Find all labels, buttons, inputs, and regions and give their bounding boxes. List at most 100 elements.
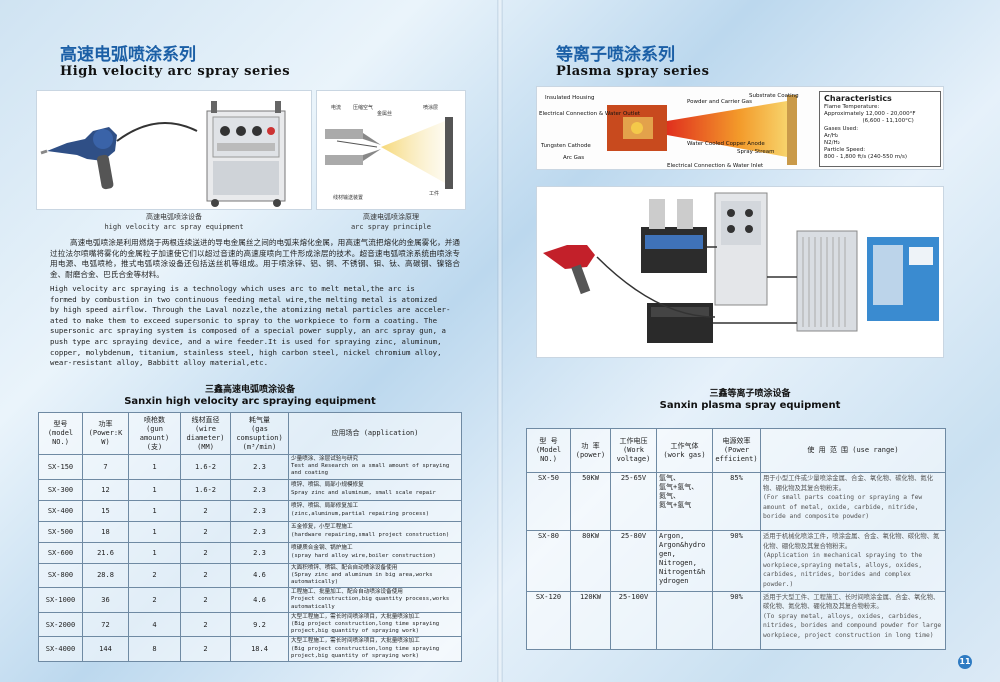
cell-gas: 9.2	[230, 611, 289, 638]
cell-voltage: 25-65V	[610, 472, 657, 531]
arc-table-title-zh: 三鑫高速电弧喷涂设备	[204, 385, 295, 395]
label-air: 压缩空气	[353, 104, 373, 111]
arc-equipment-photo	[36, 90, 312, 210]
char-line: Gases Used:	[824, 125, 859, 132]
cell-use-range: 用于小型工件或少量喷涂金属、合金、氧化物、碳化物、氮化物、硼化物及其复合物粉末。…	[760, 472, 946, 531]
plasma-spec-table: 型 号 (Model NO.) 功 率 (power) 工作电压 (Work v…	[526, 428, 946, 650]
label-wire: 金属丝	[377, 110, 392, 117]
cell-wire: 2	[180, 520, 231, 543]
label-electrical-water-inlet: Electrical Connection & Water Inlet	[667, 163, 764, 169]
cell-gas: 4.6	[230, 562, 289, 589]
cell-power: 7	[82, 454, 129, 480]
plasma-table-title-zh: 三鑫等离子喷涂设备	[709, 389, 791, 399]
caption-arc-principle: 高速电弧喷涂原理 arc spray principle	[316, 212, 466, 232]
cell-model: SX-50	[526, 472, 571, 531]
arc-series-title-en: High velocity arc spray series	[60, 64, 291, 79]
arc-desc-line: push type arc spraying device, and a wir…	[50, 336, 442, 346]
cell-work-gas	[656, 590, 713, 650]
label-powder-carrier: Powder and Carrier Gas	[687, 99, 752, 105]
arc-series-title-zh: 高速电弧喷涂系列	[60, 45, 196, 65]
cell-gas: 2.3	[230, 478, 289, 501]
label-insulated-housing: Insulated Housing	[545, 95, 595, 101]
cell-power: 36	[82, 587, 129, 613]
label-current: 电流	[331, 104, 341, 111]
cell-guns: 1	[128, 520, 181, 543]
cell-gas: 2.3	[230, 520, 289, 543]
char-line: Approximately 12,000 - 20,000°F	[824, 111, 916, 118]
cell-use-range: 适用于大型工件、工程施工、长时间喷涂金属、合金、氧化物、碳化物、氮化物、硼化物及…	[760, 590, 946, 650]
plasma-table-title-en: Sanxin plasma spray equipment	[659, 400, 841, 411]
cell-guns: 1	[128, 541, 181, 564]
cell-power: 28.8	[82, 562, 129, 589]
cell-model: SX-500	[38, 520, 83, 543]
cell-wire: 2	[180, 636, 231, 663]
plasma-table-title: 三鑫等离子喷涂设备 Sanxin plasma spray equipment	[610, 388, 890, 412]
cell-wire: 2	[180, 541, 231, 564]
cell-model: SX-2000	[38, 611, 83, 638]
arc-spec-table: 型号 (model NO.) 功率 (Power:K W) 喷枪数 (gun a…	[38, 412, 462, 663]
cell-model: SX-800	[38, 562, 83, 589]
cell-guns: 4	[128, 611, 181, 638]
plasma-col-range: 使 用 范 围 (use range)	[760, 428, 946, 473]
cell-application: 喷锌、喷铝、局部小规模修复 Spray zinc and aluminum, s…	[288, 478, 462, 501]
cell-model: SX-400	[38, 499, 83, 522]
cell-application: 喷锌、喷铝、局部修复加工 (zinc,aluminum,partial repa…	[288, 499, 462, 522]
cell-guns: 2	[128, 562, 181, 589]
arc-spray-gun-icon	[40, 127, 117, 190]
cell-gas: 18.4	[230, 636, 289, 663]
water-chiller-icon	[867, 237, 939, 321]
label-coating: 喷涂层	[423, 104, 438, 111]
cell-efficiency: 85%	[712, 472, 761, 531]
cell-power: 50KW	[570, 472, 611, 531]
cell-wire: 2	[180, 611, 231, 638]
cell-power: 72	[82, 611, 129, 638]
power-supply-icon	[796, 230, 858, 332]
arc-description-zh: 高速电弧喷涂是利用燃烧于两根连续送进的导电金属丝之间的电弧来熔化金属，用高速气流…	[50, 238, 460, 279]
cell-power: 120KW	[570, 590, 611, 650]
cell-guns: 1	[128, 478, 181, 501]
cell-power: 15	[82, 499, 129, 522]
arc-table-title-en: Sanxin high velocity arc spraying equipm…	[124, 396, 376, 407]
cell-guns: 8	[128, 636, 181, 663]
characteristics-title: Characteristics	[824, 94, 892, 103]
caption-arc-equipment-en: high velocity arc spray equipment	[104, 223, 244, 231]
plasma-col-model: 型 号 (Model NO.)	[526, 428, 571, 473]
plasma-principle-diagram: Insulated Housing Electrical Connection …	[536, 86, 944, 170]
caption-arc-equipment-zh: 高速电弧喷涂设备	[146, 213, 202, 221]
arc-desc-line: High velocity arc spraying is a technolo…	[50, 284, 415, 293]
char-line: Particle Speed:	[824, 147, 866, 154]
book-spine	[497, 0, 503, 682]
label-feeder: 线材输送装置	[333, 194, 363, 201]
cell-application: 喷硬质合金钢、锅炉施工 (spray hard alloy wire,boile…	[288, 541, 462, 564]
control-console-icon	[647, 303, 713, 343]
caption-arc-principle-zh: 高速电弧喷涂原理	[363, 213, 419, 221]
plasma-col-efficiency: 电源效率 (Power efficient)	[712, 428, 761, 473]
label-workpiece: 工件	[429, 190, 439, 197]
cell-power: 18	[82, 520, 129, 543]
plasma-characteristics-box: Characteristics Flame Temperature: Appro…	[819, 91, 941, 167]
cell-voltage: 25-100V	[610, 590, 657, 650]
char-line: (6,600 - 11,100°C)	[824, 118, 914, 125]
arc-desc-line: supersonic arc spraying system is compos…	[50, 326, 447, 336]
char-line: N2/H₂	[824, 140, 840, 147]
cell-wire: 1.6-2	[180, 454, 231, 480]
plasma-col-voltage: 工作电压 (Work voltage)	[610, 428, 657, 473]
control-cabinet-icon	[714, 192, 768, 306]
arc-desc-line: by high speed airflow. Through the Laval…	[50, 305, 451, 315]
char-line: Flame Temperature:	[824, 104, 880, 110]
caption-arc-principle-en: arc spray principle	[350, 223, 432, 231]
cell-model: SX-600	[38, 541, 83, 564]
caption-arc-equipment: 高速电弧喷涂设备 high velocity arc spray equipme…	[36, 212, 312, 232]
label-arc-gas: Arc Gas	[563, 155, 584, 161]
arc-power-cabinet-icon	[206, 101, 286, 207]
arc-col-power: 功率 (Power:K W)	[82, 412, 129, 455]
